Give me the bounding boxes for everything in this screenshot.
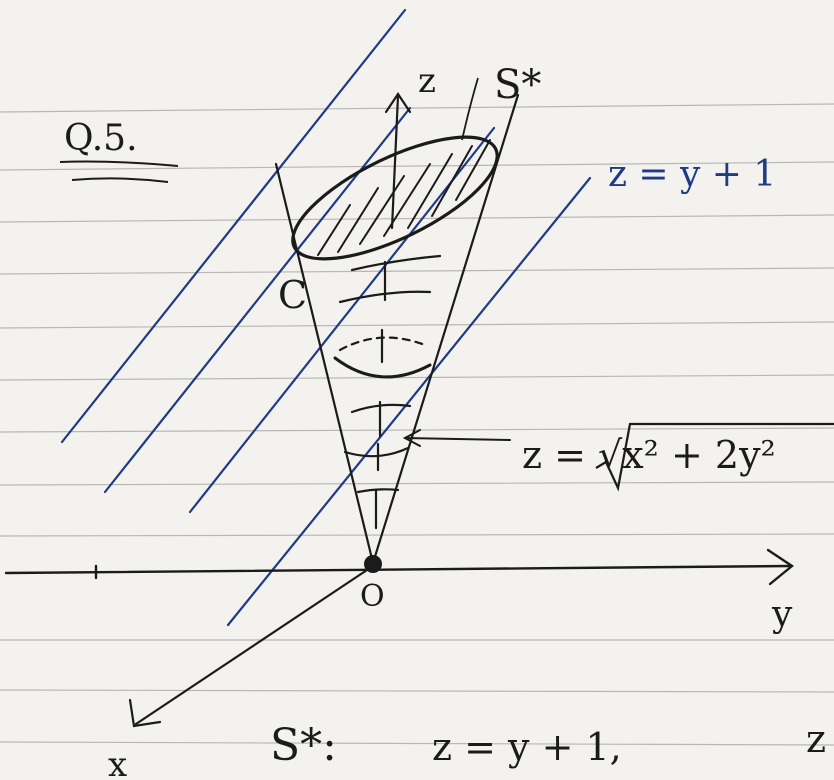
cone-section-4 <box>333 356 432 379</box>
cone-equation: z = √x² + 2y² <box>522 433 776 477</box>
z-axis-label: z <box>418 61 436 101</box>
z-axis <box>384 92 412 230</box>
cone-left-edge <box>274 162 375 565</box>
question-label: Q.5. <box>64 118 138 159</box>
cone-right-edge <box>371 93 520 565</box>
y-axis-label: y <box>771 594 793 635</box>
bottom-surface-label: S*: <box>270 720 337 771</box>
curve-label: C <box>278 273 307 317</box>
cone-section-1 <box>350 254 442 272</box>
x-axis-label: x <box>108 745 127 780</box>
bottom-trailing-z: z <box>806 717 826 761</box>
surface-hatching <box>317 139 491 256</box>
boundary-curve-c <box>291 135 499 261</box>
origin-label: O <box>360 579 385 614</box>
surface-s-star <box>291 77 499 261</box>
origin-point <box>364 555 382 573</box>
y-axis <box>4 548 795 586</box>
question-underline <box>59 160 179 183</box>
cone-section-7 <box>356 488 400 494</box>
cone-section-2 <box>338 290 432 304</box>
cone-label-pointer <box>402 429 511 447</box>
sqrt-radical <box>595 422 834 492</box>
surface-label: S* <box>494 62 541 108</box>
cone-section-6 <box>343 446 410 458</box>
x-axis <box>128 564 375 728</box>
ruled-lines <box>0 103 834 746</box>
plane-equation: z = y + 1 <box>608 154 776 195</box>
cone <box>274 93 520 565</box>
bottom-equation: z = y + 1, <box>432 725 622 769</box>
